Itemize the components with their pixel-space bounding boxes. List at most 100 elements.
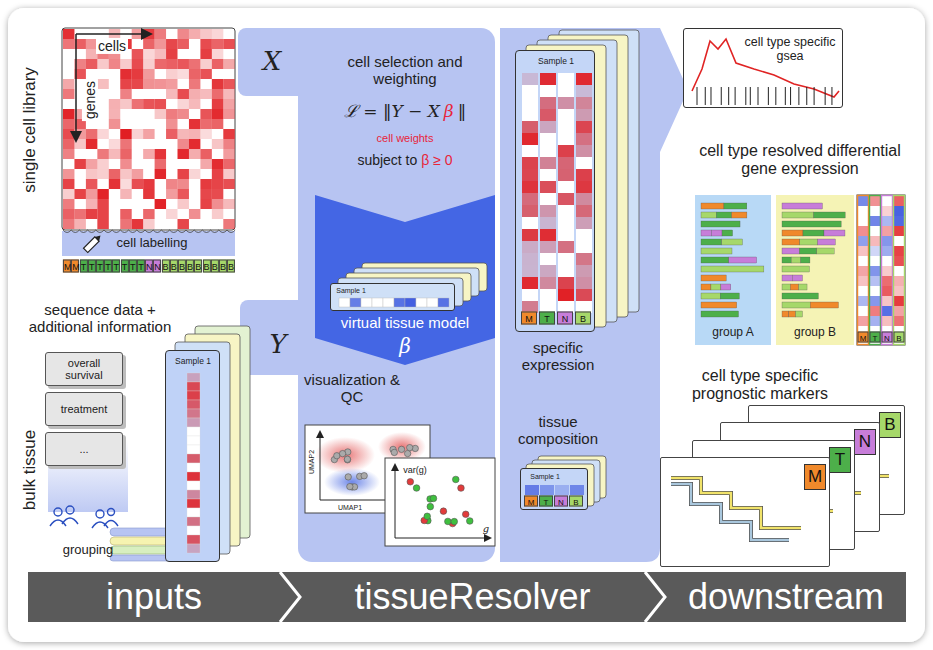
drawing-part (63, 230, 71, 233)
drawing-part (576, 193, 592, 205)
drawing-part (200, 69, 211, 79)
drawing-part (212, 169, 223, 179)
drawing-part (96, 230, 104, 233)
drawing-part (522, 145, 538, 157)
drawing-part (391, 449, 397, 455)
drawing-part (109, 99, 120, 109)
drawing-part (95, 233, 103, 241)
drawing-part (187, 400, 200, 409)
node-text: group B (794, 326, 836, 340)
drawing-part (383, 298, 394, 307)
drawing-part (132, 69, 143, 79)
label: grouping (63, 543, 114, 558)
drawing-part (724, 203, 747, 209)
drawing-part (120, 219, 131, 229)
drawing-part (86, 169, 97, 179)
label: ‖ (458, 102, 467, 122)
drawing-part (108, 509, 115, 516)
model-panel-shape (315, 195, 495, 365)
drawing-part (782, 293, 818, 299)
drawing-part (187, 499, 200, 508)
drawing-part (178, 89, 189, 99)
drawing-part (223, 59, 234, 69)
drawing-part (711, 284, 721, 290)
drawing-part (63, 149, 74, 159)
drawing-part (143, 59, 154, 69)
label: T (96, 260, 104, 273)
drawing-part (701, 212, 716, 218)
drawing-part (189, 79, 200, 89)
drawing-part (143, 179, 154, 189)
drawing-part (558, 217, 574, 229)
label: M (858, 332, 869, 343)
drawing-part (558, 265, 574, 277)
drawing-part (187, 544, 200, 553)
drawing-part (200, 119, 211, 129)
label: N (554, 496, 568, 507)
drawing-part (63, 179, 74, 189)
drawing-part (120, 129, 131, 139)
drawing-part (857, 206, 869, 216)
drawing-part (372, 298, 383, 307)
drawing-part (806, 87, 807, 105)
drawing-part (324, 468, 380, 496)
drawing-part (112, 230, 120, 233)
drawing-part (782, 221, 841, 227)
drawing-part (63, 39, 74, 49)
drawing-part (178, 219, 189, 229)
drawing-part (729, 257, 757, 263)
label: Y (269, 330, 286, 360)
drawing-part (132, 79, 143, 89)
drawing-part (881, 276, 893, 286)
drawing-part (716, 212, 731, 218)
drawing-part (576, 265, 592, 277)
drawing-part (186, 230, 194, 233)
drawing-part (558, 85, 574, 97)
label: T (137, 260, 145, 273)
drawing-part (869, 236, 881, 246)
info-box: overall survival (45, 352, 123, 386)
drawing-part (893, 196, 905, 206)
drawing-part (416, 298, 427, 307)
drawing-part (576, 277, 592, 289)
drawing-part (187, 535, 200, 544)
drawing-part (869, 266, 881, 276)
label: B (194, 260, 202, 273)
label: g (483, 523, 489, 535)
drawing-part (701, 302, 737, 308)
drawing-part (522, 133, 538, 145)
label: UMAP2 (308, 450, 316, 474)
label: tissue composition (508, 413, 608, 448)
card-art (695, 195, 771, 345)
label: cells (96, 38, 128, 54)
node-text: M (804, 464, 826, 490)
label: N (882, 332, 893, 343)
drawing-part (189, 209, 200, 219)
drawing-part (178, 129, 189, 139)
label: B (219, 260, 227, 273)
drawing-part (97, 129, 108, 139)
drawing-part (178, 179, 189, 189)
drawing-part (824, 230, 845, 236)
drawing-part (155, 99, 166, 109)
drawing-part (155, 79, 166, 89)
sample-card: Sample 1 (515, 50, 595, 332)
drawing-part (74, 219, 85, 229)
drawing-part (796, 311, 803, 317)
drawing-part (701, 239, 722, 245)
drawing-part (576, 253, 592, 265)
label: B (170, 260, 178, 273)
drawing-part (540, 485, 554, 495)
drawing-part (576, 97, 592, 109)
drawing-part (782, 275, 792, 281)
drawing-part (187, 436, 200, 445)
drawing-part (137, 230, 145, 233)
drawing-part (576, 241, 592, 253)
drawing-part (869, 206, 881, 216)
drawing-part (869, 306, 881, 316)
label: T (539, 496, 553, 507)
drawing-part (576, 133, 592, 145)
drawing-part (97, 159, 108, 169)
drawing-part (721, 284, 731, 290)
drawing-part (857, 286, 869, 296)
